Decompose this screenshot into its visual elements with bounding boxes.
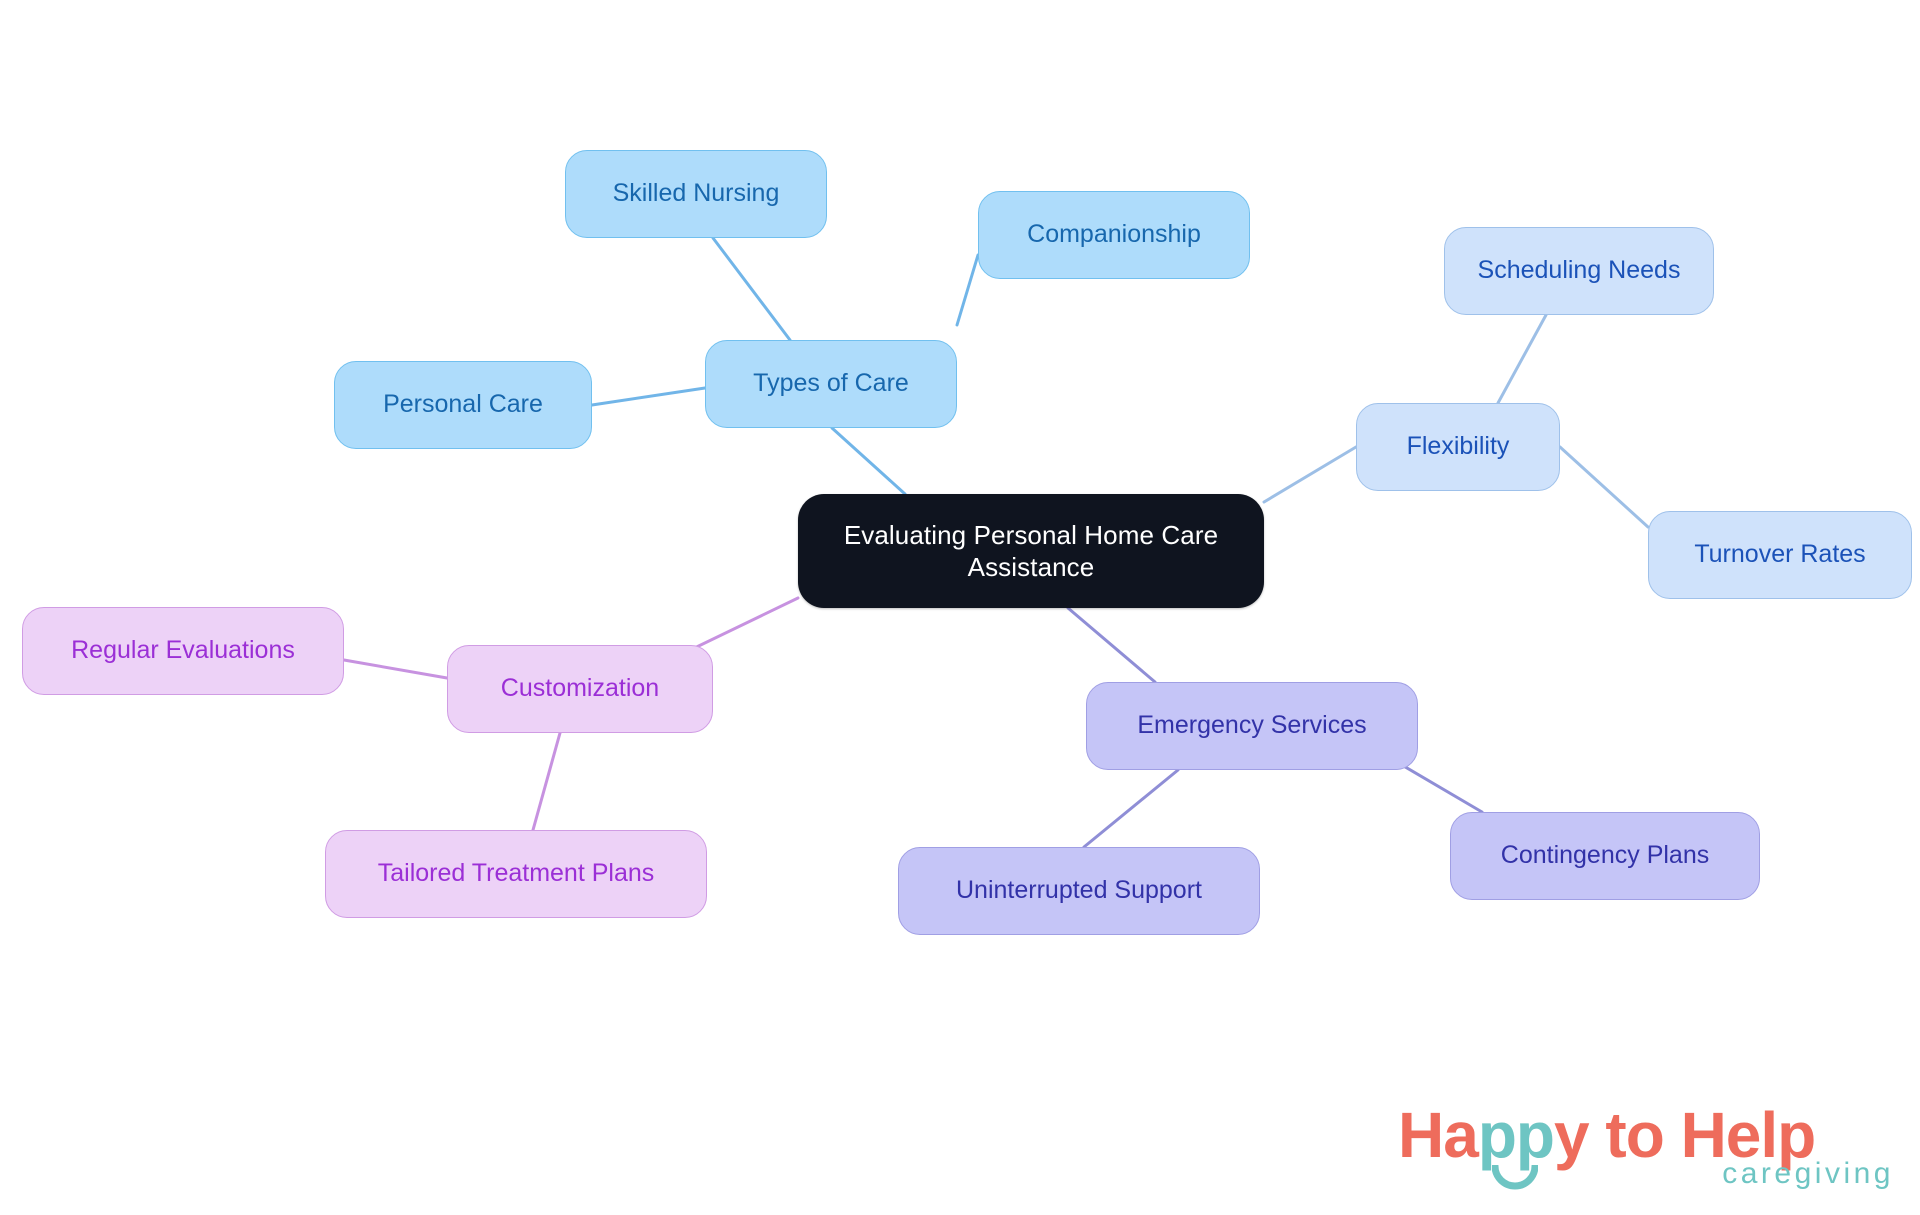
mindmap-branch-flexibility[interactable]: Flexibility <box>1356 403 1560 491</box>
logo-text-y: y <box>1554 1099 1590 1171</box>
mindmap-leaf-scheduling-needs[interactable]: Scheduling Needs <box>1444 227 1714 315</box>
mindmap-leaf-contingency-plans[interactable]: Contingency Plans <box>1450 812 1760 900</box>
mindmap-leaf-scheduling-needs-label: Scheduling Needs <box>1477 256 1681 285</box>
logo-subtitle: caregiving <box>1722 1157 1894 1190</box>
logo-smile-icon <box>1492 1165 1538 1190</box>
mindmap-leaf-personal-care[interactable]: Personal Care <box>334 361 592 449</box>
mindmap-leaf-uninterrupted-support-label: Uninterrupted Support <box>956 876 1202 905</box>
mindmap-leaf-turnover-rates[interactable]: Turnover Rates <box>1648 511 1912 599</box>
mindmap-leaf-skilled-nursing[interactable]: Skilled Nursing <box>565 150 827 238</box>
mindmap-leaf-companionship[interactable]: Companionship <box>978 191 1250 279</box>
mindmap-branch-customization[interactable]: Customization <box>447 645 713 733</box>
brand-logo: Happy to Help caregiving <box>1398 1103 1898 1203</box>
logo-text-pp: pp <box>1477 1099 1555 1171</box>
mindmap-branch-flexibility-label: Flexibility <box>1406 432 1510 461</box>
mindmap-branch-types-of-care-label: Types of Care <box>753 369 909 398</box>
logo-wordmark: Happy to Help <box>1398 1103 1816 1167</box>
mindmap-leaf-regular-evaluations-label: Regular Evaluations <box>71 636 295 665</box>
logo-text-ha: Ha <box>1398 1099 1479 1171</box>
mindmap-leaf-contingency-plans-label: Contingency Plans <box>1500 841 1710 870</box>
mindmap-leaf-tailored-treatment-plans[interactable]: Tailored Treatment Plans <box>325 830 707 918</box>
mindmap-branch-types-of-care[interactable]: Types of Care <box>705 340 957 428</box>
mindmap-leaf-skilled-nursing-label: Skilled Nursing <box>612 179 780 208</box>
mindmap-branch-emergency-services[interactable]: Emergency Services <box>1086 682 1418 770</box>
logo-text-tohelp: to Help <box>1588 1099 1816 1171</box>
mindmap-root-node-label: Evaluating Personal Home Care Assistance <box>843 519 1219 583</box>
mindmap-leaf-uninterrupted-support[interactable]: Uninterrupted Support <box>898 847 1260 935</box>
mindmap-leaf-personal-care-label: Personal Care <box>383 390 543 419</box>
mindmap-leaf-regular-evaluations[interactable]: Regular Evaluations <box>22 607 344 695</box>
mindmap-root-node[interactable]: Evaluating Personal Home Care Assistance <box>798 494 1264 608</box>
mindmap-leaf-companionship-label: Companionship <box>1027 220 1201 249</box>
mindmap-leaf-turnover-rates-label: Turnover Rates <box>1694 540 1866 569</box>
mindmap-branch-customization-label: Customization <box>500 674 660 703</box>
mindmap-leaf-tailored-treatment-plans-label: Tailored Treatment Plans <box>377 859 655 888</box>
mindmap-branch-emergency-services-label: Emergency Services <box>1137 711 1367 740</box>
